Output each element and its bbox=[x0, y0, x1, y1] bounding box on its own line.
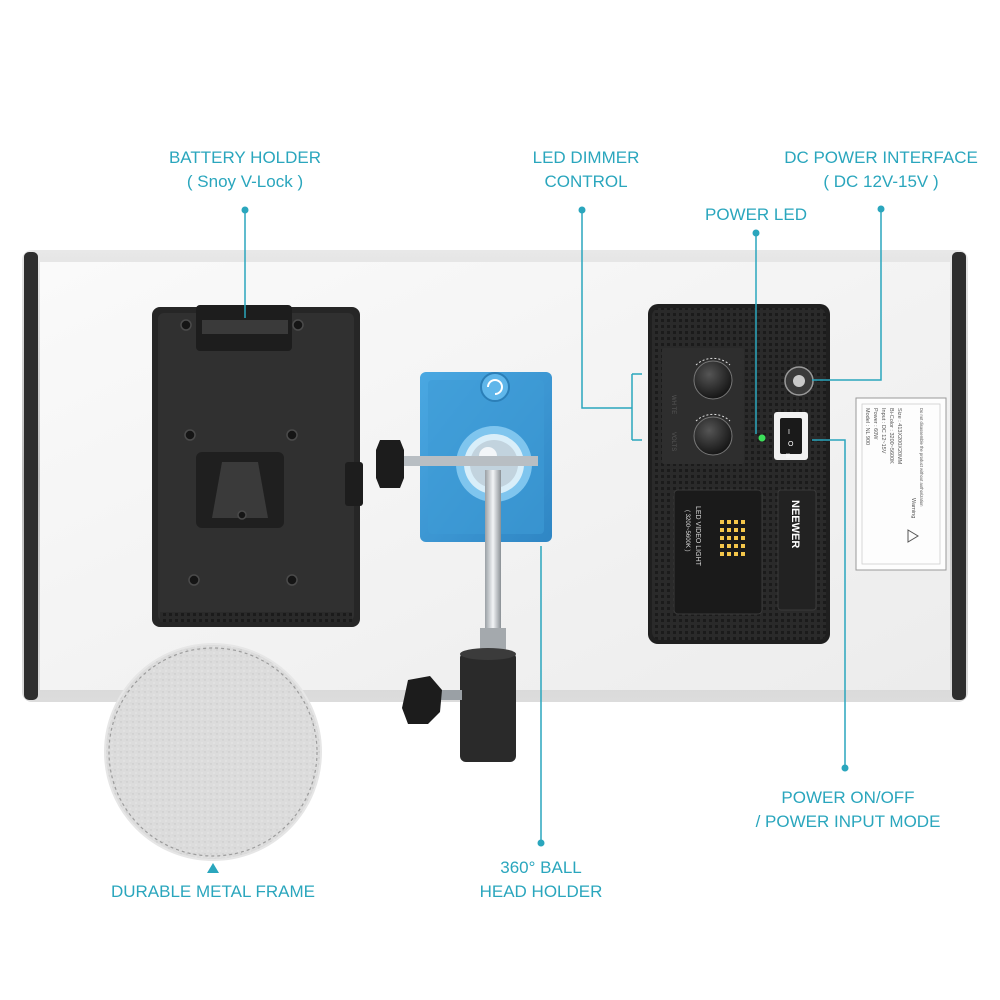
frame-pointer-triangle bbox=[207, 863, 219, 873]
spec-line: Bi-Color : 3200~5600K bbox=[888, 408, 894, 464]
switch-mark-mode: II bbox=[786, 453, 790, 460]
power-switch-label: POWER ON/OFF / POWER INPUT MODE bbox=[738, 786, 958, 834]
power-switch-line2: / POWER INPUT MODE bbox=[755, 812, 941, 831]
spec-line: Input : DC 12~15V bbox=[880, 408, 886, 454]
spec-warning-title: Warning bbox=[910, 498, 916, 518]
spec-lines: Model : NL 900 Power : 60W Input : DC 12… bbox=[864, 408, 924, 518]
power-switch-line1: POWER ON/OFF bbox=[781, 788, 915, 807]
battery-plate bbox=[152, 305, 363, 627]
switch-mark-off: O bbox=[788, 441, 794, 448]
ball-head-label: 360° BALL HEAD HOLDER bbox=[456, 856, 626, 904]
dc-power-label: DC POWER INTERFACE ( DC 12V-15V ) bbox=[776, 146, 986, 194]
dimmer-line1: LED DIMMER bbox=[532, 148, 640, 167]
metal-frame-label: DURABLE METAL FRAME bbox=[88, 880, 338, 904]
dc-power-sub: ( DC 12V-15V ) bbox=[823, 172, 939, 191]
switch-mark-on: I bbox=[788, 429, 790, 436]
ball-head-line2: HEAD HOLDER bbox=[479, 882, 603, 901]
dimmer-line2: CONTROL bbox=[544, 172, 628, 191]
brand-logo: NEEWER bbox=[789, 500, 801, 548]
metal-texture-magnifier bbox=[104, 643, 322, 861]
knob-label-bottom: VOLTS bbox=[670, 432, 676, 451]
spec-line: Size : 413X200X20MM bbox=[896, 408, 902, 465]
led-badge-line2: ( 3200~5600K ) bbox=[684, 510, 690, 552]
spec-warning-text: Do not disassemble the product without a… bbox=[919, 408, 924, 507]
dc-power-title: DC POWER INTERFACE bbox=[784, 148, 978, 167]
control-box bbox=[648, 304, 830, 644]
callout-dots bbox=[241, 205, 885, 847]
ball-head-line1: 360° BALL bbox=[500, 858, 582, 877]
ball-head-mount bbox=[376, 372, 552, 762]
battery-holder-label: BATTERY HOLDER ( Snoy V-Lock ) bbox=[145, 146, 345, 194]
battery-holder-title: BATTERY HOLDER bbox=[168, 148, 322, 167]
battery-holder-sub: ( Snoy V-Lock ) bbox=[186, 172, 304, 191]
spec-line: Model : NL 900 bbox=[864, 408, 870, 445]
power-led-title: POWER LED bbox=[704, 205, 808, 224]
dimmer-label: LED DIMMER CONTROL bbox=[496, 146, 676, 194]
knob-label-top: WH TE bbox=[670, 395, 676, 414]
metal-frame-title: DURABLE METAL FRAME bbox=[110, 882, 316, 901]
spec-line: Power : 60W bbox=[872, 408, 878, 440]
spec-sticker bbox=[855, 397, 947, 571]
power-led-label: POWER LED bbox=[686, 203, 826, 227]
warning-triangle-icon bbox=[907, 529, 919, 543]
callout-lines bbox=[244, 209, 882, 843]
led-badge-line1: LED VIDEO LIGHT bbox=[694, 506, 701, 567]
